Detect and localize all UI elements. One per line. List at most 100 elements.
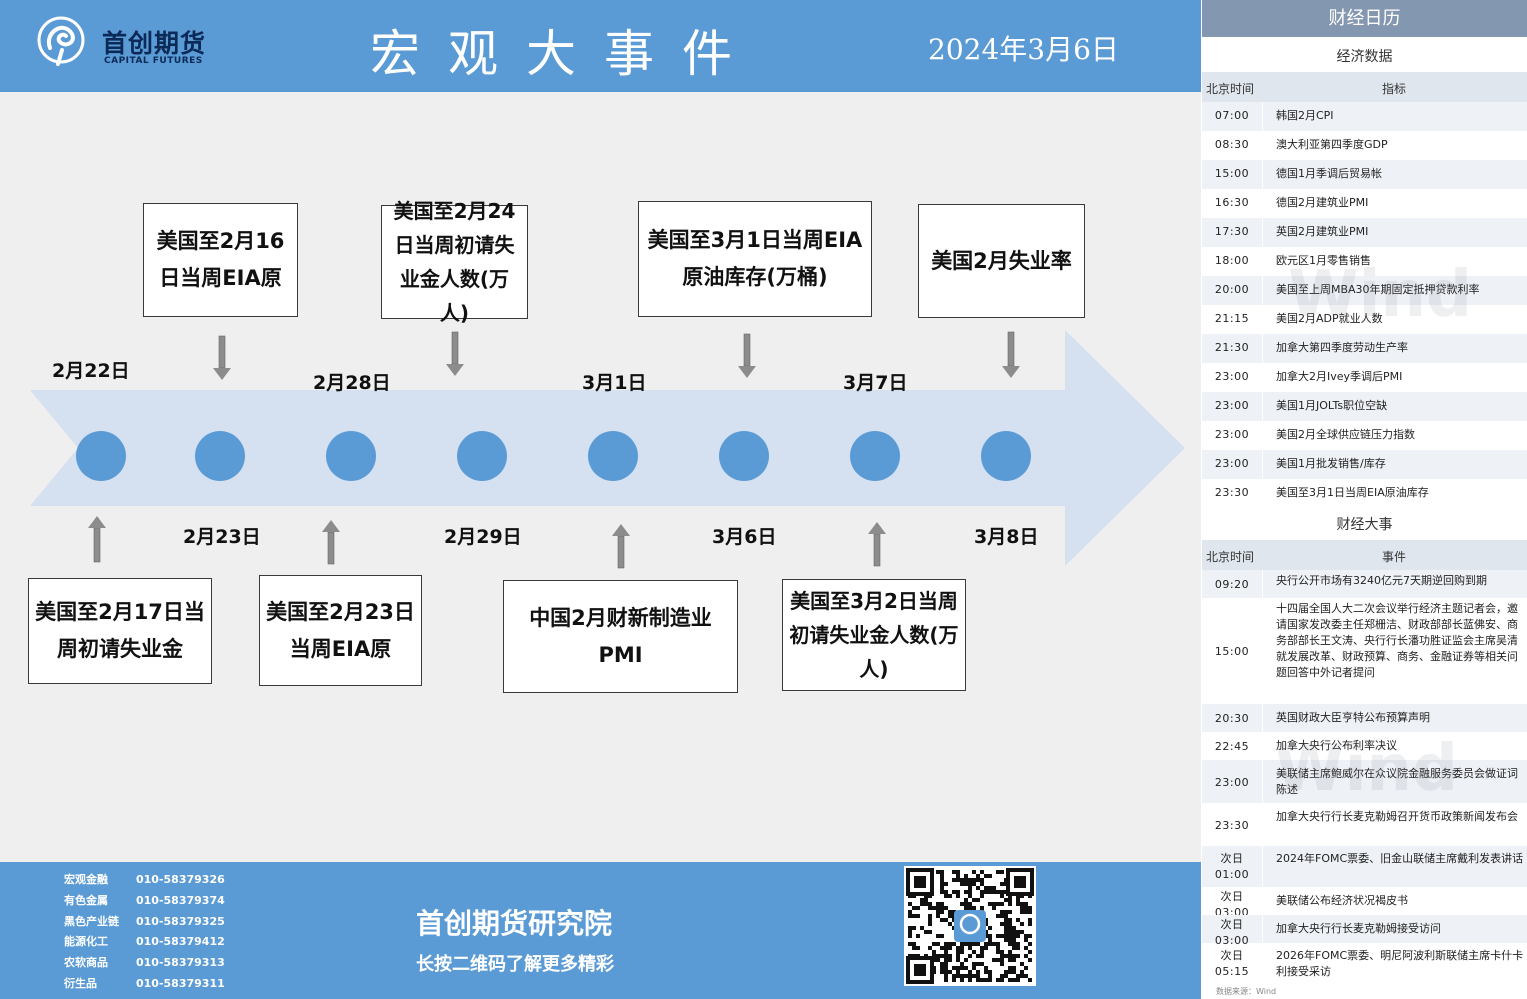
event-row-item: 英国财政大臣亨特公布预算声明 [1276, 711, 1430, 724]
contact-phone: 010-58379311 [136, 977, 225, 990]
econ-row-item: 澳大利亚第四季度GDP [1276, 138, 1388, 151]
watermark: Wind [1288, 258, 1472, 332]
sidebar-title: 财经日历 [1202, 0, 1527, 37]
up-arrow-icon-2 [322, 520, 340, 565]
contact-dept: 有色金属 [64, 893, 108, 907]
logo-text: 首创期货 [102, 29, 207, 58]
logo-subtext: CAPITAL FUTURES [104, 56, 203, 66]
econ-row: 17:30 英国2月建筑业PMI [1202, 218, 1527, 247]
events-column-header: 北京时间 事件 [1202, 540, 1527, 570]
event-row-item: 十四届全国人大二次会议举行经济主题记者会，邀请国家发改委主任郑栅洁、财政部部长蓝… [1276, 602, 1518, 679]
watermark: Wind [1274, 732, 1458, 806]
timeline-dot-8 [981, 431, 1031, 481]
date-label-top-3: 3月1日 [582, 372, 647, 394]
econ-row-item: 美国至上周MBA30年期固定抵押贷款利率 [1276, 283, 1480, 296]
date-label-bottom-2: 2月29日 [444, 526, 522, 548]
event-box-top-4: 美国2月失业率 [918, 204, 1085, 318]
event-box-bottom-1: 美国至2月17日当周初请失业金 [28, 578, 212, 684]
econ-row-item: 美国至3月1日当周EIA原油库存 [1276, 486, 1429, 499]
events-section-title: 财经大事 [1336, 517, 1393, 533]
footer-subtitle: 长按二维码了解更多精彩 [416, 954, 614, 975]
contact-phone: 010-58379313 [136, 956, 225, 970]
logo-icon [37, 16, 85, 66]
event-box-bottom-2: 美国至2月23日当周EIA原 [259, 575, 422, 686]
econ-row-time: 23:00 [1214, 428, 1250, 441]
event-box-bottom-3: 中国2月财新制造业PMI [503, 580, 738, 693]
event-row-item: 加拿大央行公布利率决议 [1276, 739, 1397, 752]
main-panel: 首创期货 CAPITAL FUTURES 宏观大事件 2024年3月6日 2月2… [0, 0, 1201, 999]
event-row-time: 09:20 [1214, 578, 1250, 591]
timeline-dot-3 [326, 431, 376, 481]
footer-title: 首创期货研究院 [416, 907, 613, 940]
econ-row-time: 20:00 [1214, 283, 1250, 296]
econ-row-time: 21:15 [1214, 312, 1250, 325]
event-row-item: 美联储主席鲍威尔在众议院金融服务委员会做证词陈述 [1276, 766, 1518, 796]
econ-row: 08:30 澳大利亚第四季度GDP [1202, 131, 1527, 160]
econ-row-time: 23:00 [1214, 399, 1250, 412]
econ-row-item: 德国1月季调后贸易帐 [1276, 167, 1382, 180]
event-box-bottom-4: 美国至3月2日当周初请失业金人数(万人) [782, 579, 966, 691]
event-row-item: 加拿大央行行长麦克勒姆接受访问 [1276, 922, 1441, 935]
event-row-time: 23:30 [1214, 818, 1250, 832]
econ-row-item: 美国1月JOLTs职位空缺 [1276, 399, 1388, 412]
contact-dept: 衍生品 [64, 977, 97, 990]
down-arrow-icon-1 [213, 335, 231, 380]
timeline-arrow [30, 330, 1185, 569]
event-row-time: 23:00 [1214, 775, 1250, 789]
econ-column-header: 北京时间 指标 [1202, 72, 1527, 102]
event-box-top-3: 美国至3月1日当周EIA原油库存(万桶) [638, 201, 872, 317]
contact-phone: 010-58379374 [136, 893, 225, 907]
contact-dept: 黑色产业链 [64, 914, 119, 928]
contact-dept: 宏观金融 [64, 873, 108, 886]
econ-row-item: 美国2月ADP就业人数 [1276, 312, 1383, 325]
event-box-top-1: 美国至2月16日当周EIA原 [143, 203, 298, 317]
date-label-top-1: 2月22日 [52, 360, 130, 382]
page-title: 宏观大事件 [370, 25, 760, 83]
econ-row: 20:00 美国至上周MBA30年期固定抵押贷款利率 [1202, 276, 1527, 305]
econ-row-item: 德国2月建筑业PMI [1276, 196, 1369, 209]
econ-row-time: 17:30 [1214, 225, 1250, 238]
events-col-time: 北京时间 [1206, 550, 1255, 564]
econ-row: 21:15 美国2月ADP就业人数 [1202, 305, 1527, 334]
up-arrow-icon-1 [88, 516, 106, 563]
up-arrow-icon-4 [868, 522, 886, 567]
econ-col-item: 指标 [1382, 82, 1407, 96]
contact-dept: 能源化工 [64, 935, 108, 949]
event-row-item: 美联储公布经济状况褐皮书 [1276, 894, 1408, 907]
econ-row: 23:00 美国1月JOLTs职位空缺 [1202, 392, 1527, 421]
event-row: 20:30 英国财政大臣亨特公布预算声明 [1202, 704, 1527, 732]
econ-row-item: 英国2月建筑业PMI [1276, 225, 1369, 238]
econ-row-time: 07:00 [1214, 109, 1250, 122]
timeline-dot-2 [195, 431, 245, 481]
event-row: 22:45 加拿大央行公布利率决议 [1202, 732, 1527, 760]
contact-phone: 010-58379412 [136, 935, 225, 949]
event-row-item: 2026年FOMC票委、明尼阿波利斯联储主席卡什卡利接受采访 [1276, 949, 1524, 978]
event-row-time: 20:30 [1214, 712, 1250, 725]
contact-row: 黑色产业链 010-58379325 [64, 913, 225, 929]
contact-phone: 010-58379325 [136, 914, 225, 928]
econ-row-time: 08:30 [1214, 138, 1250, 151]
econ-row-item: 加拿大2月Ivey季调后PMI [1276, 370, 1403, 383]
econ-row-time: 21:30 [1214, 341, 1250, 354]
event-row: 23:00 美联储主席鲍威尔在众议院金融服务委员会做证词陈述 [1202, 760, 1527, 803]
qr-code-icon[interactable] [904, 866, 1036, 986]
timeline-dot-6 [719, 431, 769, 481]
timeline-dot-4 [457, 431, 507, 481]
timeline-dot-5 [588, 431, 638, 481]
event-row-time: 22:45 [1214, 740, 1250, 753]
down-arrow-icon-2 [446, 331, 464, 376]
econ-row-item: 韩国2月CPI [1276, 109, 1334, 122]
